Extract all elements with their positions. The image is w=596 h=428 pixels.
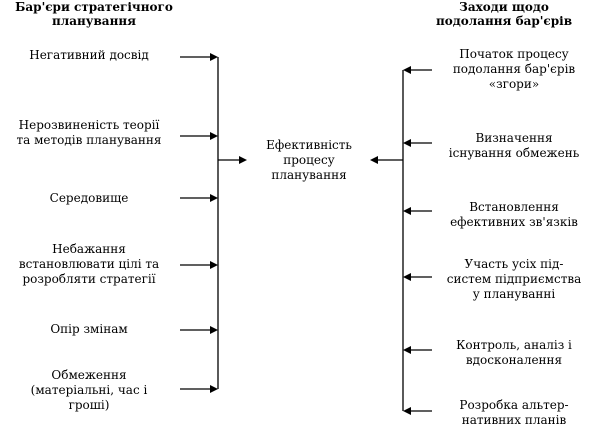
measure-item-line: Початок процесу: [459, 47, 569, 61]
center-line: процесу: [283, 153, 335, 167]
barrier-item-line: Опір змінам: [50, 322, 128, 336]
barrier-item-line: та методів планування: [16, 133, 162, 147]
arrowhead-left-5: [210, 326, 218, 334]
arrowhead-left-3: [210, 194, 218, 202]
barrier-item: Опір змінам: [0, 322, 178, 337]
barrier-item-line: (матеріальні, час і: [30, 383, 148, 397]
arrowhead-left-6: [210, 385, 218, 393]
barrier-item-line: Небажання: [52, 242, 126, 256]
measure-item: Розробка альтер- нативних планів: [432, 398, 596, 428]
barrier-item-line: Середовище: [49, 191, 129, 205]
barrier-item-line: встановлювати цілі та: [18, 257, 160, 271]
right-arrows: [403, 66, 432, 415]
measure-item-line: подолання бар'єрів: [452, 62, 576, 76]
barrier-item: Нерозвиненість теорії та методів планува…: [0, 118, 178, 148]
measure-item-line: Участь усіх під-: [464, 257, 564, 271]
measure-item: Визначення існування обмежень: [432, 131, 596, 161]
measure-item-line: у плануванні: [472, 287, 556, 301]
measure-item-line: Встановлення: [469, 200, 559, 214]
barrier-item-line: Нерозвиненість теорії: [18, 118, 160, 132]
measure-item-line: Визначення: [475, 131, 553, 145]
right-header-line-1: Заходи щодо: [459, 0, 549, 14]
barrier-item-line: Негативний досвід: [29, 48, 149, 62]
arrowhead-right-to-center: [370, 156, 378, 164]
measure-item: Початок процесу подолання бар'єрів «згор…: [432, 47, 596, 92]
arrowhead-right-5: [403, 346, 411, 354]
arrowhead-left-1: [210, 53, 218, 61]
measure-item: Контроль, аналіз і вдосконалення: [432, 338, 596, 368]
center-line: планування: [271, 168, 347, 182]
planning-effectiveness-node: Ефективність процесу планування: [248, 138, 370, 183]
left-header-line-1: Бар'єри стратегічного: [15, 0, 173, 14]
center-line: Ефективність: [266, 138, 352, 152]
measure-item-line: Розробка альтер-: [459, 398, 569, 412]
arrowhead-left-to-center: [239, 156, 247, 164]
barrier-item-line: Обмеження: [51, 368, 127, 382]
measure-item-line: ефективних зв'язків: [450, 215, 578, 229]
left-header-line-2: планування: [51, 14, 137, 28]
right-column-header: Заходи щодо подолання бар'єрів: [412, 0, 596, 28]
measure-item-line: існування обмежень: [448, 146, 580, 160]
barrier-item: Обмеження (матеріальні, час і гроші): [0, 368, 178, 413]
measure-item-line: нативних планів: [461, 413, 567, 427]
left-arrows: [180, 53, 218, 393]
barrier-item: Негативний досвід: [0, 48, 178, 63]
left-column-header: Бар'єри стратегічного планування: [0, 0, 188, 28]
arrowhead-left-2: [210, 132, 218, 140]
arrowhead-right-1: [403, 66, 411, 74]
measure-item-line: «згори»: [488, 77, 540, 91]
barrier-item: Небажання встановлювати цілі та розробля…: [0, 242, 178, 287]
measure-item-line: вдосконалення: [465, 353, 563, 367]
arrowhead-right-4: [403, 273, 411, 281]
measure-item: Встановлення ефективних зв'язків: [432, 200, 596, 230]
measure-item-line: систем підприємства: [446, 272, 582, 286]
measure-item-line: Контроль, аналіз і: [456, 338, 572, 352]
barrier-item-line: розробляти стратегії: [22, 272, 156, 286]
arrowhead-right-3: [403, 207, 411, 215]
arrowhead-right-6: [403, 407, 411, 415]
right-header-line-2: подолання бар'єрів: [435, 14, 573, 28]
measure-item: Участь усіх під- систем підприємства у п…: [432, 257, 596, 302]
barrier-item: Середовище: [0, 191, 178, 206]
arrowhead-right-2: [403, 139, 411, 147]
arrowhead-left-4: [210, 261, 218, 269]
barrier-item-line: гроші): [68, 398, 110, 412]
